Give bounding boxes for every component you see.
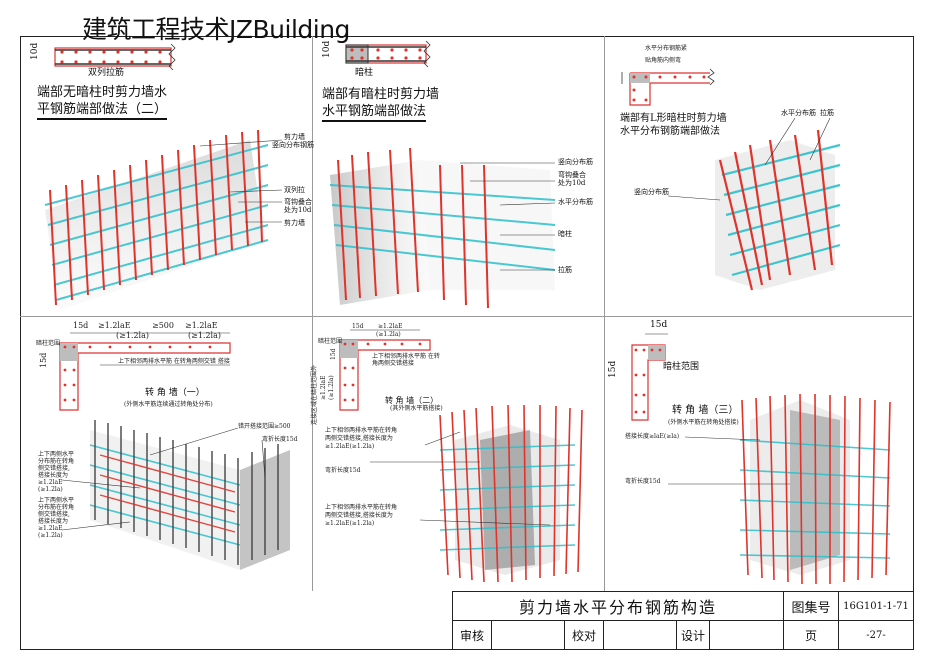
- page-label: 页: [784, 621, 839, 649]
- p6-corner-3d: [668, 393, 891, 585]
- p2-title-line2: 水平钢筋端部做法: [322, 103, 439, 122]
- p4-callouts-left-1: 上下两侧水平 分布筋在转角 侧交错搭接, 搭接长度为 ≥1.2laE (≥1.2…: [38, 451, 75, 493]
- p4-dim-0: 15d: [73, 321, 89, 330]
- review-label: 审核: [453, 621, 492, 649]
- panel-divider-v1: [312, 36, 313, 591]
- p2-callout-2: 处为10d: [558, 179, 586, 187]
- p1-title-line1: 端部无暗柱时剪力墙水: [37, 85, 168, 100]
- p2-callout-3: 水平分布筋: [558, 198, 593, 206]
- p1-title-line2: 平钢筋端部做法（二）: [37, 101, 168, 120]
- p2-section: [345, 40, 431, 68]
- atlas-label: 图集号: [784, 592, 839, 621]
- p4-wall-3d: [61, 420, 290, 570]
- p5-dim-2: (≥1.2la): [376, 331, 401, 338]
- p4-callout-r0: 错开搭接范围≥500: [238, 423, 291, 430]
- panel-divider-v2: [604, 36, 605, 591]
- p6-callout-2: 弯折长度15d: [625, 478, 661, 485]
- p1-callout-3: 弯钩叠合: [284, 198, 312, 206]
- p5-vdim-1: ≥1.2laE: [320, 375, 327, 400]
- p1-section: [54, 43, 176, 71]
- p2-callout-5: 拉筋: [558, 266, 572, 274]
- title-block: 剪力墙水平分布钢筋构造 图集号 16G101-1-71 审核 校对 设计 页 -…: [452, 591, 914, 650]
- p2-callout-4: 暗柱: [558, 230, 572, 238]
- p1-callout-0: 剪力墙: [284, 133, 305, 141]
- p6-vdim: 15d: [608, 360, 618, 378]
- p5-dim-0: 15d: [352, 323, 364, 330]
- brand-watermark: 建筑工程技术JZBuilding: [82, 15, 350, 44]
- p1-callout-2: 双列拉: [284, 186, 305, 194]
- p3-callout-1: 拉筋: [820, 109, 834, 117]
- p4-vdim: 15d: [39, 352, 48, 368]
- p2-dim: 10d: [322, 40, 332, 58]
- p1-dim: 10d: [30, 42, 40, 60]
- p3-title-line1: 端部有L形暗柱时剪力墙: [620, 113, 727, 124]
- p5-vdim-0: 15d: [330, 348, 337, 360]
- p2-section-label: 暗柱: [355, 68, 374, 78]
- design-label: 设计: [677, 621, 710, 649]
- p4-title: 转 角 墙（一）: [145, 388, 205, 398]
- p5-title: 转 角 墙（二）: [385, 396, 439, 405]
- p6-title: 转 角 墙（三）: [672, 405, 739, 416]
- p3-section: [621, 68, 715, 106]
- p5-note: 上下相邻两排水平筋 在转角两侧交错搭接: [372, 353, 440, 367]
- p4-subtitle: (外侧水平筋连续通过转角处分布): [124, 401, 213, 408]
- atlas-value: 16G101-1-71: [839, 592, 913, 621]
- p6-dim: 15d: [650, 320, 668, 330]
- p5-callouts-1: 上下相邻两排水平筋在转角 两侧交错搭接,搭接长度为 ≥1.2laE(≥1.2la…: [325, 427, 398, 450]
- p1-callout-1: 竖向分布钢筋: [272, 141, 314, 149]
- p2-title: 端部有暗柱时剪力墙 水平钢筋端部做法: [322, 86, 439, 122]
- p4-dim-4: (≥1.2la): [116, 331, 149, 340]
- p1-section-label: 双列拉筋: [88, 68, 125, 78]
- p4-note: 上下相邻两排水平筋 在转角两侧交错 搭接: [118, 358, 230, 365]
- p4-dim-5: (≥1.2la): [188, 331, 221, 340]
- p3-top-label-0: 水平分布钢筋紧: [645, 45, 688, 52]
- p6-callout-1: 搭接长度≥laE(≥la): [625, 433, 680, 440]
- p2-callout-1: 弯钩叠合: [558, 171, 586, 179]
- check-value: [604, 621, 677, 649]
- p4-section: [59, 332, 231, 411]
- p1-wall-3d: [44, 129, 283, 310]
- p5-section: [339, 329, 431, 411]
- p3-callout-0: 水平分布筋: [781, 109, 816, 117]
- p3-callout-2: 竖向分布筋: [634, 188, 669, 196]
- p1-callout-5: 剪力墙: [284, 219, 305, 227]
- page-value: -27-: [866, 629, 886, 641]
- p5-vdim-2: (≥1.2la): [328, 375, 335, 400]
- p5-side-label: 连接区域在暗柱范围外: [311, 364, 318, 425]
- p5-corner-3d: [370, 404, 583, 583]
- p5-callout-mid: 弯折长度15d: [325, 467, 361, 474]
- p4-callout-r1: 弯折长度15d: [262, 436, 298, 443]
- p4-dim-1: ≥1.2laE: [98, 321, 131, 330]
- p5-subtitle: (其外侧水平筋搭接): [390, 405, 443, 412]
- panel-divider-h: [20, 316, 912, 317]
- review-value: [492, 621, 565, 649]
- p6-left-label: 暗柱范围: [663, 362, 700, 372]
- design-value: [710, 621, 784, 649]
- p2-column-3d: [329, 147, 556, 309]
- p6-subtitle: (外侧水平筋在转角处搭接): [668, 419, 739, 426]
- p2-title-line1: 端部有暗柱时剪力墙: [322, 87, 440, 102]
- p3-title-line2: 水平分布钢筋端部做法: [620, 126, 720, 137]
- p4-left-label: 暗柱范围: [36, 340, 61, 347]
- p4-callouts-left-2: 上下两侧水平 分布筋在转角 侧交错搭接, 搭接长度为 ≥1.2laE (≥1.2…: [38, 497, 75, 539]
- p1-callout-4: 处为10d: [284, 206, 312, 214]
- p3-column-3d: [667, 117, 841, 291]
- p3-top-label-1: 贴角筋内侧弯: [645, 57, 682, 64]
- check-label: 校对: [565, 621, 604, 649]
- p1-title: 端部无暗柱时剪力墙水 平钢筋端部做法（二）: [37, 84, 168, 120]
- p6-section: [631, 333, 668, 421]
- p4-dim-2: ≥500: [152, 321, 174, 330]
- p3-title: 端部有L形暗柱时剪力墙 水平分布钢筋端部做法: [620, 112, 727, 138]
- p5-dim-1: ≥1.2laE: [378, 323, 403, 330]
- p2-callout-0: 竖向分布筋: [558, 158, 593, 166]
- drawing-title: 剪力墙水平分布钢筋构造: [453, 592, 784, 621]
- p5-left-label: 暗柱范围: [318, 338, 343, 345]
- p4-dim-3: ≥1.2laE: [185, 321, 218, 330]
- p5-callouts-2: 上下相邻两排水平筋在转角 两侧交错搭接,搭接长度为 ≥1.2laE(≥1.2la…: [325, 504, 398, 527]
